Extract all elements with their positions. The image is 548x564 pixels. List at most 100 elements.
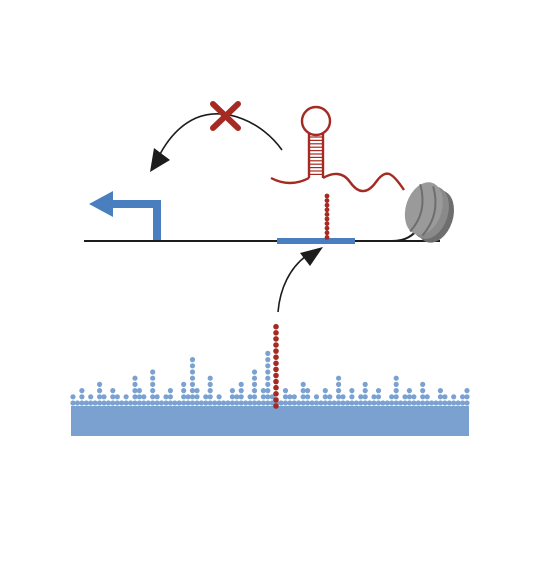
distribution-dot <box>313 400 320 406</box>
distribution-dot <box>433 400 439 406</box>
distribution-dot <box>420 388 426 394</box>
distribution-dot <box>398 400 404 406</box>
distribution-dot <box>265 350 271 356</box>
distribution-dot <box>181 400 187 406</box>
distribution-dot <box>132 388 138 394</box>
distribution-dot <box>123 400 129 406</box>
rna-stem-rungs <box>309 136 323 175</box>
distribution-dot <box>313 394 320 400</box>
distribution-dot <box>420 381 426 387</box>
distribution-dot <box>251 394 258 400</box>
distribution-dot <box>265 369 271 375</box>
distribution-dot <box>203 400 209 406</box>
distribution-dot <box>238 388 244 394</box>
distribution-dot <box>362 388 368 394</box>
distribution-dot <box>92 400 98 406</box>
distribution-dot <box>451 394 457 400</box>
distribution-dot <box>172 400 178 406</box>
distribution-dot <box>97 381 103 387</box>
distribution-dot <box>251 388 258 394</box>
distribution-dot <box>194 394 200 400</box>
distribution-dot <box>163 400 169 406</box>
distribution-dot <box>150 394 156 400</box>
distribution-dot <box>260 394 266 400</box>
distribution-dot <box>247 394 253 400</box>
distribution-highlight-column <box>273 323 279 409</box>
distribution-dot <box>291 394 297 400</box>
distribution-columns <box>70 350 470 406</box>
distribution-dot <box>375 388 382 394</box>
site-dot <box>324 216 330 222</box>
distribution-dot <box>437 400 443 406</box>
distribution-dot <box>393 394 399 400</box>
distribution-dot <box>194 388 200 394</box>
binding-distribution <box>70 323 470 436</box>
distribution-dot <box>238 381 244 387</box>
distribution-dot <box>282 394 289 400</box>
distribution-dot <box>132 375 138 381</box>
site-dot <box>324 198 330 204</box>
distribution-dot <box>189 357 196 363</box>
distribution-dot <box>380 400 386 406</box>
distribution-dot <box>189 375 196 381</box>
distribution-dot <box>393 381 399 387</box>
distribution-dot <box>300 394 306 400</box>
highlight-dot <box>273 403 279 409</box>
distribution-dot <box>167 400 173 406</box>
distribution-dot <box>362 394 368 400</box>
distribution-dot <box>402 400 408 406</box>
distribution-dot <box>176 400 182 406</box>
distribution-dot <box>411 394 417 400</box>
promoter-arrow-icon <box>89 191 161 241</box>
distribution-dot <box>251 381 258 387</box>
distribution-dot <box>300 400 306 406</box>
distribution-dot <box>336 394 342 400</box>
distribution-dot <box>136 400 142 406</box>
distribution-dot <box>340 394 346 400</box>
distribution-dot <box>189 381 196 387</box>
distribution-dot <box>265 357 271 363</box>
distribution-dot <box>389 400 395 406</box>
distribution-dot <box>322 400 328 406</box>
site-dot <box>324 221 330 227</box>
binding-site-bar <box>277 238 355 244</box>
distribution-dot <box>167 388 173 394</box>
distribution-dot <box>287 400 293 406</box>
distribution-dot <box>362 381 368 387</box>
distribution-dot <box>389 394 395 400</box>
distribution-dot <box>322 394 328 400</box>
distribution-dot <box>265 381 271 387</box>
distribution-dot <box>79 400 85 406</box>
site-dot <box>324 235 330 240</box>
highlight-dot <box>273 354 279 361</box>
distribution-dot <box>260 388 266 394</box>
highlight-dot <box>273 330 279 336</box>
distribution-dot <box>97 394 103 400</box>
distribution-dot <box>229 394 235 400</box>
distribution-dot <box>305 400 311 406</box>
distribution-dot <box>464 400 470 406</box>
distribution-dot <box>393 400 399 406</box>
distribution-dot <box>251 369 258 375</box>
highlight-dot <box>273 397 279 403</box>
distribution-dot <box>327 394 333 400</box>
distribution-dot <box>212 400 218 406</box>
distribution-dot <box>251 375 258 381</box>
distribution-dot <box>145 400 151 406</box>
distribution-dot <box>88 400 94 406</box>
distribution-dot <box>291 400 297 406</box>
distribution-dot <box>371 394 377 400</box>
distribution-dot <box>424 400 430 406</box>
highlight-dot <box>273 372 279 379</box>
distribution-dot <box>136 394 142 400</box>
distribution-dot <box>402 394 408 400</box>
distribution-dot <box>185 400 191 406</box>
distribution-dot <box>442 394 448 400</box>
distribution-dot <box>150 388 156 394</box>
distribution-dot <box>97 388 103 394</box>
distribution-dot <box>238 400 244 406</box>
distribution-dot <box>437 388 443 394</box>
distribution-dot <box>132 400 138 406</box>
distribution-dot <box>194 400 200 406</box>
